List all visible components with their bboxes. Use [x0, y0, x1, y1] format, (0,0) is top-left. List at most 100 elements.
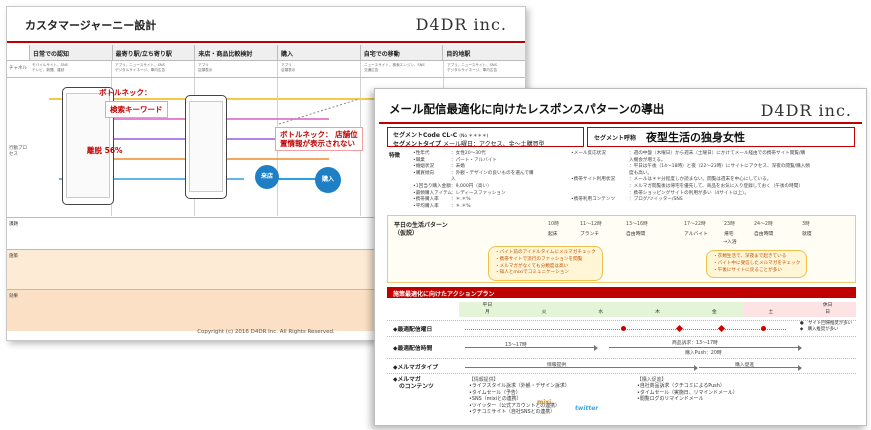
bottleneck-callout-2: ボトルネック： 店舗位 置情報が表示されない	[275, 127, 363, 151]
lifestyle-time: 23時	[724, 222, 735, 227]
segment-code-box: セグメントCode CL-C (No ＊＊＊＊) セグメントタイプ メール曜日：…	[387, 127, 584, 148]
stage-station: 最寄り駅/立ち寄り駅	[111, 45, 195, 61]
mixi-logo: mixi	[537, 399, 552, 406]
feature-value: ：9,000円（高い）	[451, 183, 492, 189]
content-item: •自社商品訴求（クチコミによるPush）	[637, 383, 725, 390]
response-sheet-logo: D4DR inc.	[760, 101, 852, 120]
feature-label: •職業	[413, 157, 425, 163]
plan-row-contents: ◆メルマガ のコンテンツ 【情報提供】•ライフスタイル訴求（外観・デザイン訴求）…	[387, 373, 856, 425]
drop-rate-label: 離脱 56%	[87, 146, 123, 155]
feature-label: •婚姻状況	[413, 164, 435, 170]
lifestyle-note: ・知人とmixiでコミュニケーション	[495, 270, 569, 276]
lifestyle-time: 10時	[548, 222, 559, 227]
usage-value: 度も高い。	[629, 170, 652, 176]
plan-row-best-time: ◆最適配信時間 13～17時 商品訴求：13～17時 購入Push：20時	[387, 336, 856, 358]
channel-cell: アプリ 店頭表示	[281, 63, 296, 72]
usage-labels: •メール反応状況 •携帯サイト利用状況 •携帯利用コンテンツ	[571, 151, 615, 204]
stage-store-visit: 来店・商品比較検討	[194, 45, 278, 61]
usage-label: •メール反応状況	[571, 151, 606, 156]
usage-label: •携帯サイト利用状況	[571, 177, 616, 183]
site-return-marker	[761, 326, 766, 331]
day-cell: 平日月	[459, 302, 516, 317]
feature-value: ：パート・アルバイト	[451, 157, 497, 163]
usage-label	[571, 164, 615, 171]
row-label-channel: チャネル	[9, 66, 27, 71]
features-heading: 特徴	[389, 153, 401, 159]
lifestyle-note: ・午後にサイトに戻ることが多い	[713, 267, 782, 273]
lifestyle-activity: 就寝	[802, 232, 812, 237]
usage-values: ：週の中盤（木曜日）から週末（土曜日）にかけてメール経由での携帯サイト閲覧/購 …	[629, 151, 810, 204]
lifestyle-note-right: ・衣類生活で、深夜まで起きている・バイト中に受信したメルマガをチェック・午後にサ…	[706, 250, 808, 279]
content-item: •クチコミサイト（自社SNSとの連携）	[469, 409, 556, 416]
row-label-process: 行動プロセス	[9, 146, 27, 157]
lifestyle-time: 24～2時	[754, 222, 773, 227]
plan-row-best-day: ◆最適配信曜日 ● サイト回帰推奨が多い ◆ 購入推奨が多い	[387, 320, 856, 336]
content-item: •タイムセール（実施日、リマインドメール）	[637, 389, 738, 396]
mail-response-sheet: メール配信最適化に向けたレスポンスパターンの導出 D4DR inc. セグメント…	[374, 88, 867, 426]
stage-destination: 目的地駅	[442, 45, 525, 61]
day-cell: 火	[515, 302, 573, 317]
segment-name-box: セグメント呼称 夜型生活の独身女性	[587, 127, 855, 147]
channel-cell: アプリ 店頭表示	[198, 63, 213, 72]
usage-label	[571, 158, 615, 165]
feature-label: •性年代	[413, 151, 430, 156]
response-sheet-title: メール配信最適化に向けたレスポンスパターンの導出	[389, 102, 665, 116]
day-cell: 木	[629, 302, 686, 317]
day-cell: 金	[685, 302, 743, 317]
content-item: •閲覧ログのリマインドメール	[637, 396, 704, 403]
week-day-header: 平日月 火 水 木 金 土休日日	[459, 302, 857, 317]
feature-value: ：＊.＊%	[451, 197, 471, 203]
node-store-visit: 来店	[255, 165, 279, 189]
lifestyle-note: ・メルマガがなくても分類度は高い	[495, 263, 569, 269]
content-item: •ライフスタイル訴求（外観・デザイン訴求）	[469, 383, 570, 390]
purchase-marker	[675, 324, 684, 333]
usage-value: ：メールは＊＊分程度しか読まない。閲覧は週末を中心にしている。	[629, 177, 772, 183]
journey-sheet-logo: D4DR inc.	[415, 15, 507, 34]
feature-value: 入	[451, 177, 456, 183]
stage-purchase: 購入	[277, 45, 360, 61]
content-item: •タイムセール（予告）	[469, 389, 521, 396]
feature-value: ：レディースファッション	[451, 190, 506, 196]
journey-sheet-title: カスタマージャーニー設計	[25, 19, 157, 32]
lifestyle-note: ・バイト前のアイドルタイムにメルマガチェック	[495, 250, 596, 255]
day-cell: 土	[742, 302, 800, 317]
content-heading: 【情報提供】	[469, 377, 499, 383]
content-item: •ツイッター（公式アカウントとの連携）	[469, 402, 560, 409]
feature-labels: •性年代•職業•婚姻状況•購買傾向 •1回当り購入金額•最頻購入アイテム•携帯購…	[413, 151, 452, 210]
day-cell: 休日日	[799, 302, 857, 317]
feature-label	[413, 177, 452, 184]
usage-label	[571, 184, 615, 191]
lifestyle-activity: 自由時間	[754, 232, 774, 237]
info-content-list: 【情報提供】•ライフスタイル訴求（外観・デザイン訴求）•タイムセール（予告）•S…	[469, 377, 570, 415]
usage-value: ：平日は午後（14～18時）と夜（22～23時）にサイトにアクセス、深夜の閲覧/…	[629, 164, 810, 170]
segment-name: 夜型生活の独身女性	[646, 131, 746, 144]
title-divider	[7, 41, 525, 43]
bottleneck-callout-1: ボトルネック：	[99, 88, 152, 97]
lifestyle-time: 17～22時	[684, 222, 706, 227]
channel-cell: モバイルサイト、SNS テレビ、新聞、雑誌	[32, 63, 68, 72]
purchase-content-list: 【購入促進】•自社商品訴求（クチコミによるPush）•タイムセール（実施日、リマ…	[637, 377, 738, 403]
site-return-marker	[621, 326, 626, 331]
lifestyle-activity: 起床	[548, 232, 558, 237]
feature-values: ：女性20～30代：パート・アルバイト：未婚：外観・デザインの良いものを選んで購…	[451, 151, 533, 210]
usage-value: ：携帯ショッピングサイトの利用が多い（4サイト以上）。	[629, 190, 750, 196]
feature-label: •携帯購入率	[413, 197, 439, 203]
lifestyle-note: ・バイト中に受信したメルマガをチェック	[713, 260, 801, 266]
plan-row-mail-type: ◆メルマガタイプ 情報提供 購入促進	[387, 358, 856, 372]
lifestyle-activity: 自由時間	[626, 232, 646, 237]
phone-illustration	[185, 95, 227, 199]
lifestyle-note-left: ・バイト前のアイドルタイムにメルマガチェック・携帯サイトで流行のファッションを閲…	[488, 246, 603, 282]
feature-label: •購買傾向	[413, 170, 435, 176]
purchase-marker	[717, 324, 726, 333]
channel-cell: ニュースサイト、検索エンジン、SNS 交通広告	[364, 63, 425, 72]
lifestyle-time: 11～12時	[580, 222, 602, 227]
usage-value: ：ブログ/ツイッター/SNS	[629, 197, 683, 203]
lifestyle-note: ・携帯サイトで流行のファッションを閲覧	[495, 256, 583, 262]
day-cell: 水	[572, 302, 630, 317]
action-plan-header: 施策最適化に向けたアクションプラン	[387, 287, 856, 298]
feature-value: ：女性20～30代	[451, 151, 486, 156]
lifestyle-note: ・衣類生活で、深夜まで起きている	[713, 254, 787, 259]
lifestyle-time: 13～16時	[626, 222, 648, 227]
stage-home-travel: 自宅での移動	[359, 45, 443, 61]
